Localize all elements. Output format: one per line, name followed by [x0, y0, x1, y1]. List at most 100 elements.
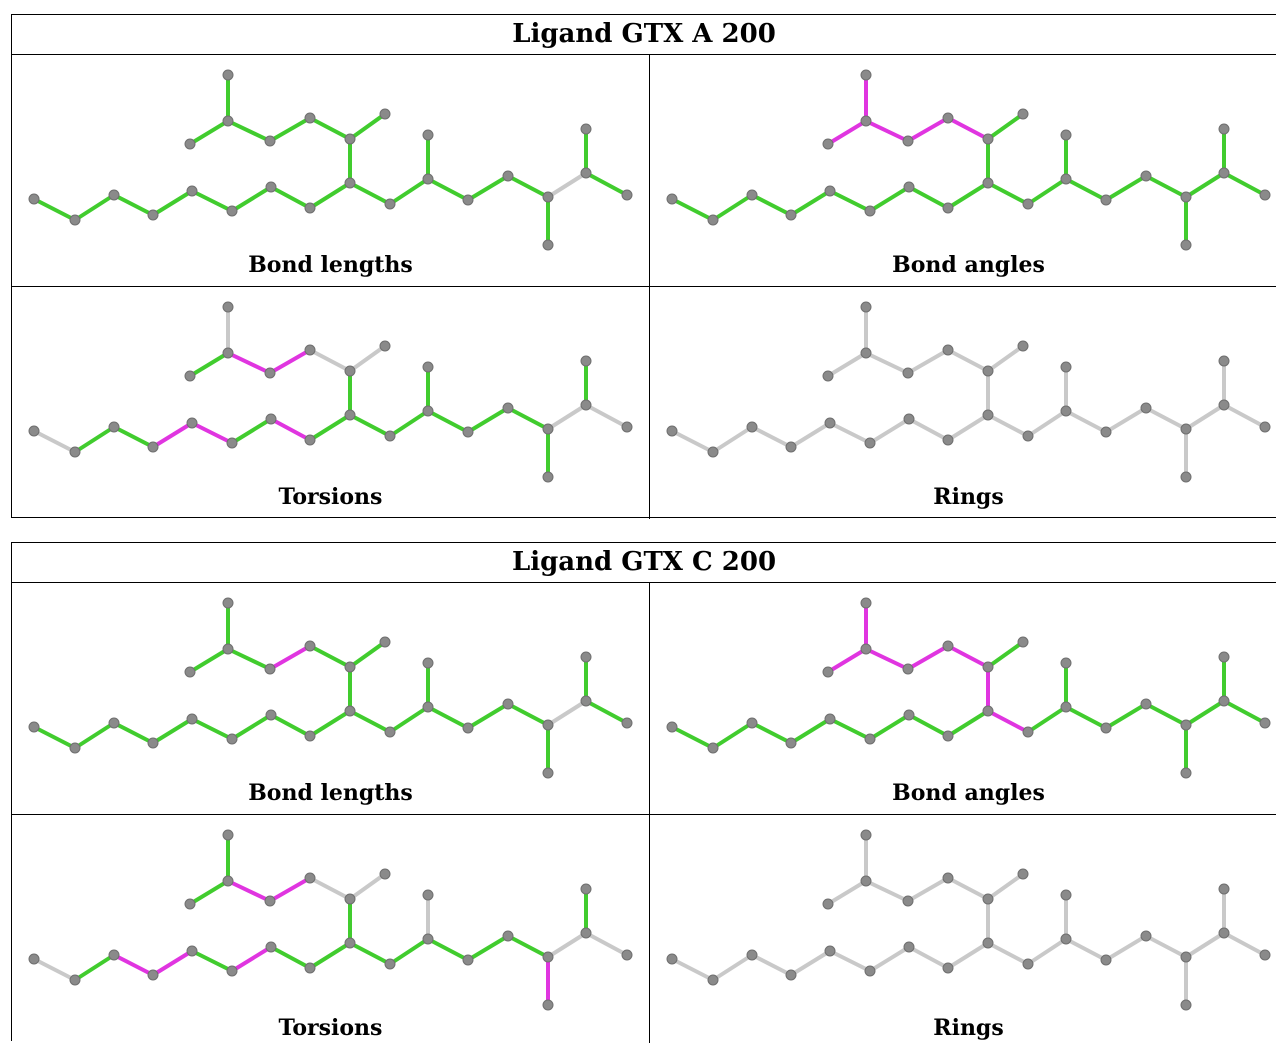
- bond: [906, 116, 950, 143]
- atom: [186, 945, 198, 957]
- bond: [190, 421, 234, 445]
- atom: [344, 893, 356, 905]
- bond: [466, 702, 510, 730]
- atom: [304, 962, 316, 974]
- atom: [864, 437, 876, 449]
- atom: [824, 185, 836, 197]
- atom: [384, 430, 396, 442]
- atom: [1259, 717, 1271, 729]
- atom: [1022, 430, 1034, 442]
- bond: [789, 949, 832, 977]
- atom: [864, 965, 876, 977]
- bond: [584, 931, 629, 957]
- atom: [462, 426, 474, 438]
- bond: [946, 181, 990, 210]
- atom: [707, 214, 719, 226]
- atom: [824, 417, 836, 429]
- bond: [1026, 409, 1068, 438]
- atom: [1180, 999, 1192, 1011]
- atom: [621, 717, 633, 729]
- bond: [789, 717, 832, 745]
- atom: [860, 643, 872, 655]
- atom: [344, 133, 356, 145]
- atom: [666, 193, 678, 205]
- atom: [860, 829, 872, 841]
- bond: [750, 425, 793, 449]
- molecule-diagram: [666, 301, 1271, 483]
- atom: [580, 399, 592, 411]
- cell-caption: Rings: [933, 1015, 1004, 1041]
- bond: [670, 957, 715, 982]
- atom: [222, 301, 234, 313]
- atom: [379, 340, 391, 352]
- atom: [1060, 129, 1072, 141]
- atom: [982, 705, 994, 717]
- bond: [348, 872, 387, 901]
- atom: [860, 875, 872, 887]
- atom: [1218, 399, 1230, 411]
- atom: [304, 872, 316, 884]
- atom: [824, 713, 836, 725]
- atom: [1022, 958, 1034, 970]
- atom: [942, 202, 954, 214]
- atom: [982, 937, 994, 949]
- bond: [826, 879, 868, 906]
- bond: [1026, 705, 1068, 734]
- bond: [1064, 177, 1108, 202]
- atom: [462, 194, 474, 206]
- row-divider: [12, 814, 1276, 815]
- atom: [902, 367, 914, 379]
- atom: [542, 719, 554, 731]
- atom: [422, 889, 434, 901]
- atom: [1100, 722, 1112, 734]
- atom: [184, 898, 196, 910]
- bond: [506, 406, 550, 431]
- atom: [222, 643, 234, 655]
- atom: [502, 930, 514, 942]
- atom: [902, 135, 914, 147]
- atom: [982, 893, 994, 905]
- atom: [304, 344, 316, 356]
- atom: [379, 108, 391, 120]
- bond: [426, 705, 470, 730]
- atom: [304, 112, 316, 124]
- atom: [28, 425, 40, 437]
- bond: [226, 879, 272, 903]
- bond: [946, 941, 990, 970]
- bond: [348, 413, 392, 438]
- atom: [860, 115, 872, 127]
- panel-title: Ligand GTX A 200: [12, 15, 1276, 55]
- atom: [942, 112, 954, 124]
- bond: [789, 189, 832, 217]
- atom: [621, 421, 633, 433]
- bond: [348, 709, 392, 734]
- bond: [268, 116, 312, 143]
- atom: [147, 969, 159, 981]
- bond: [1104, 702, 1148, 730]
- bond: [308, 181, 352, 210]
- atom: [942, 962, 954, 974]
- atom: [1017, 868, 1029, 880]
- bond: [112, 953, 155, 977]
- atom: [903, 941, 915, 953]
- bond: [864, 119, 910, 143]
- bond: [188, 879, 230, 906]
- atom: [903, 413, 915, 425]
- atom: [422, 173, 434, 185]
- atom: [422, 657, 434, 669]
- cell-bond-lengths: Bond lengths: [12, 583, 649, 814]
- atom: [824, 945, 836, 957]
- bond: [584, 171, 629, 197]
- bond: [546, 171, 588, 199]
- bond: [269, 185, 312, 210]
- molecule-diagram: [28, 829, 633, 1011]
- atom: [462, 954, 474, 966]
- atom: [1022, 198, 1034, 210]
- atom: [222, 597, 234, 609]
- bond: [308, 413, 352, 442]
- atom: [265, 413, 277, 425]
- bond: [986, 112, 1025, 141]
- atom: [942, 640, 954, 652]
- bond: [1144, 406, 1188, 431]
- molecule-diagram: [666, 829, 1271, 1011]
